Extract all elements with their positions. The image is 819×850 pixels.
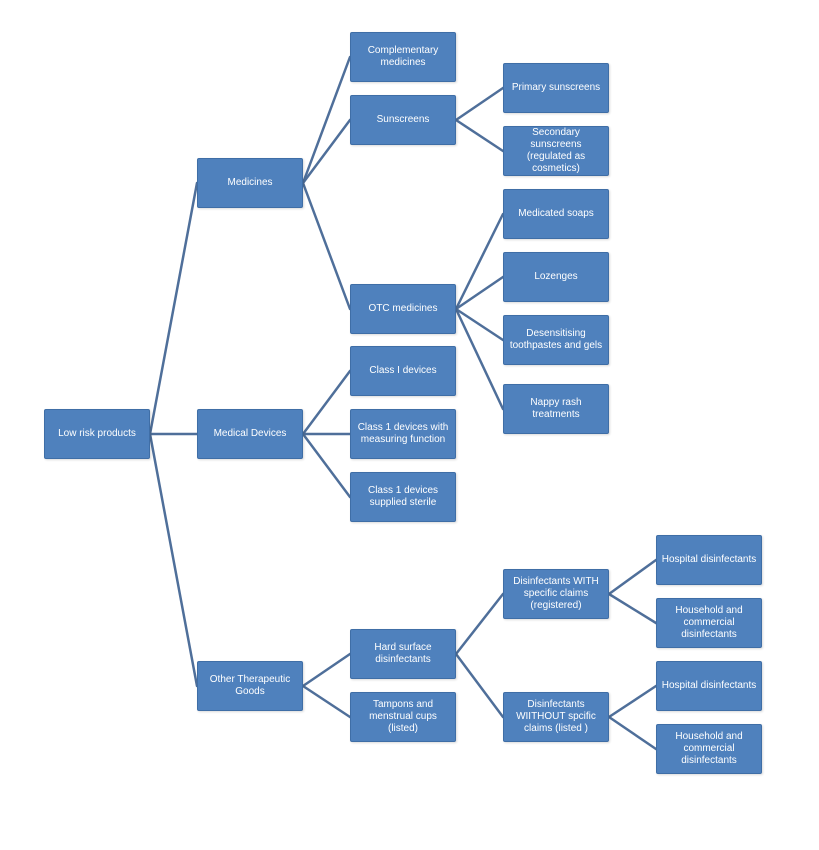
node-class-1-measuring: Class 1 devices with measuring function <box>350 409 456 459</box>
connector-otc-nappy <box>454 307 505 411</box>
node-secondary-sunscreens: Secondary sunscreens (regulated as cosme… <box>503 126 609 176</box>
connector-otc-soaps <box>454 212 505 311</box>
node-tampons-menstrual-cups: Tampons and menstrual cups (listed) <box>350 692 456 742</box>
node-disinfectants-with-claims: Disinfectants WITH specific claims (regi… <box>503 569 609 619</box>
node-medicines: Medicines <box>197 158 303 208</box>
node-class-i-devices: Class I devices <box>350 346 456 396</box>
node-disinfectants-without-claims: Disinfectants WIITHOUT spcific claims (l… <box>503 692 609 742</box>
connector-sunscreens-primary <box>454 86 505 122</box>
node-household-disinfectants-with: Household and commercial disinfectants <box>656 598 762 648</box>
node-hospital-disinfectants-without: Hospital disinfectants <box>656 661 762 711</box>
connector-medicines-complementary <box>301 55 352 185</box>
connector-devices-sterile <box>301 432 352 499</box>
connector-otc-toothpastes <box>454 307 505 342</box>
connector-other-tampons <box>301 684 352 719</box>
connector-sunscreens-secondary <box>454 118 505 153</box>
node-sunscreens: Sunscreens <box>350 95 456 145</box>
node-primary-sunscreens: Primary sunscreens <box>503 63 609 113</box>
node-desensitising-toothpastes: Desensitising toothpastes and gels <box>503 315 609 365</box>
node-class-1-sterile: Class 1 devices supplied sterile <box>350 472 456 522</box>
connector-hard-without <box>454 652 505 719</box>
node-complementary-medicines: Complementary medicines <box>350 32 456 82</box>
connector-medicines-sunscreens <box>301 118 352 185</box>
connector-root-other <box>148 432 199 688</box>
connector-otc-lozenges <box>454 275 505 311</box>
node-household-disinfectants-without: Household and commercial disinfectants <box>656 724 762 774</box>
connector-with-house1 <box>607 592 658 625</box>
node-medical-devices: Medical Devices <box>197 409 303 459</box>
node-lozenges: Lozenges <box>503 252 609 302</box>
node-low-risk-products: Low risk products <box>44 409 150 459</box>
node-otc-medicines: OTC medicines <box>350 284 456 334</box>
node-hard-surface-disinfectants: Hard surface disinfectants <box>350 629 456 679</box>
node-medicated-soaps: Medicated soaps <box>503 189 609 239</box>
connector-root-medicines <box>148 181 199 436</box>
connector-hard-with <box>454 592 505 656</box>
connector-with-hosp1 <box>607 558 658 596</box>
node-other-therapeutic-goods: Other Therapeutic Goods <box>197 661 303 711</box>
connector-other-hard <box>301 652 352 688</box>
node-hospital-disinfectants-with: Hospital disinfectants <box>656 535 762 585</box>
connector-without-house2 <box>607 715 658 751</box>
node-nappy-rash-treatments: Nappy rash treatments <box>503 384 609 434</box>
connector-devices-class1 <box>301 369 352 436</box>
connector-medicines-otc <box>301 181 352 311</box>
connector-without-hosp2 <box>607 684 658 719</box>
